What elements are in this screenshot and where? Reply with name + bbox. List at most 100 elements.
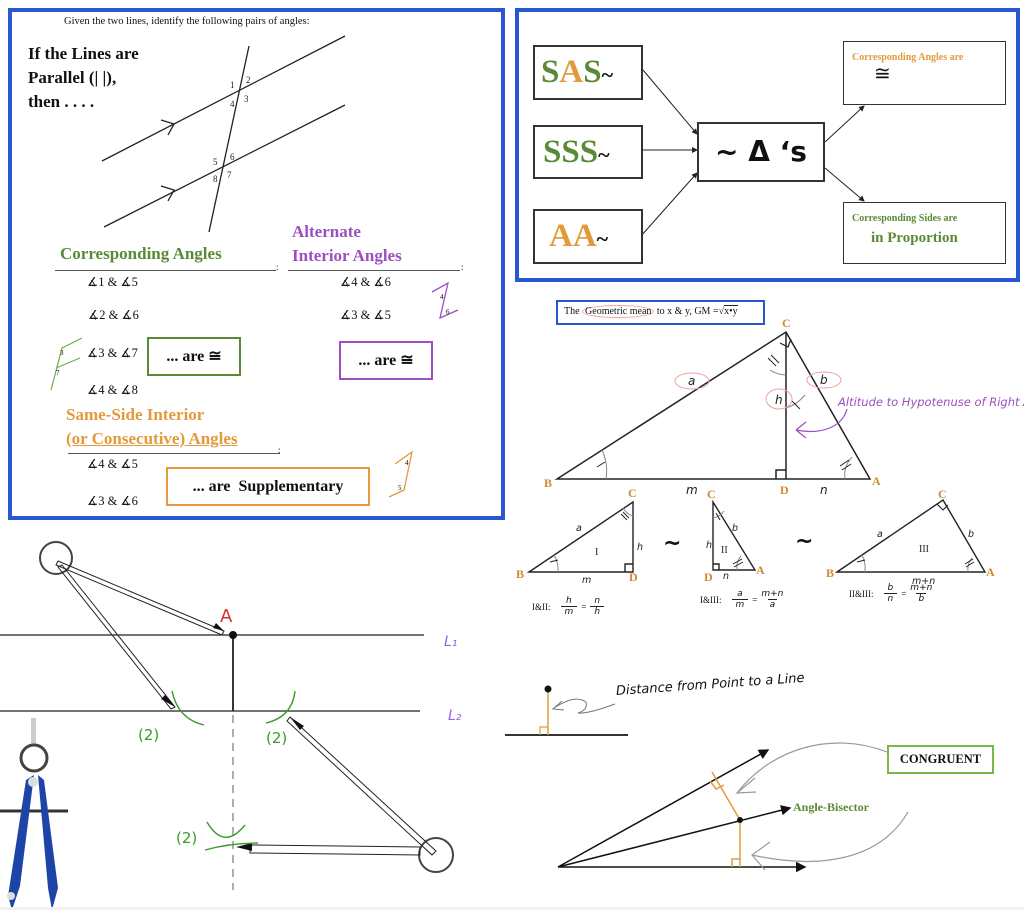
sqrt-symbol: √: [718, 306, 725, 317]
vertex-a-label: A: [872, 474, 881, 488]
sas-a: A: [559, 54, 584, 90]
tri3-roman: III: [919, 544, 929, 555]
parallel-lines-panel: Given the two lines, identify the follow…: [8, 8, 505, 520]
tri1-vertex-b: B: [516, 567, 524, 581]
same-side-title-line-2: (or Consecutive) Angles: [66, 429, 238, 448]
arc-1: [171, 690, 205, 726]
tri3-side-a: a: [877, 529, 883, 540]
aa-tilde: ~: [596, 226, 609, 251]
sas-s2: S: [583, 54, 602, 90]
tri2-side-n: n: [723, 571, 729, 582]
tri3-vertex-c: C: [938, 487, 947, 501]
alternate-result: ... are ≅: [358, 352, 414, 369]
aa-box: AA~: [533, 209, 643, 264]
arc-label-3: (2): [176, 829, 197, 847]
same-side-title-line-1: Same-Side Interior: [66, 405, 205, 424]
corresponding-angles-box: Corresponding Angles are ≅: [843, 41, 1006, 105]
sss-tilde: ~: [598, 142, 610, 167]
same-side-pair-1: ∡4 & ∡5: [87, 457, 138, 471]
tri2-vertex-d: D: [704, 570, 713, 584]
angle-number-8: 8: [213, 174, 218, 184]
same-side-result: ... are Supplementary: [192, 478, 344, 495]
side-n-label: n: [820, 483, 828, 497]
parallel-lines-figure: 1 2 3 4 5 6 7 8: [101, 35, 346, 233]
congruent-box: CONGRUENT: [887, 745, 994, 774]
altitude-pointer-arrow: [795, 408, 848, 439]
ray-upper: [557, 749, 770, 868]
arc-label-2: (2): [266, 729, 287, 747]
svg-text:3: 3: [60, 349, 64, 357]
same-side-interior-title: Same-Side Interior (or Consecutive) Angl…: [66, 403, 238, 451]
angle-bisector-label: Angle-Bisector: [793, 800, 869, 814]
point-a-label: A: [220, 606, 233, 627]
compass-arm-1b: [57, 564, 176, 710]
svg-text:6: 6: [446, 308, 450, 316]
instruction-text: Given the two lines, identify the follow…: [64, 16, 310, 27]
compass-pivot-2: [418, 837, 454, 873]
tri1-side-a: a: [576, 523, 582, 534]
angle-number-2: 2: [246, 75, 251, 85]
tri1-vertex-c: C: [628, 486, 637, 500]
similar-triangles-center-label: ~ Δ ‘s: [715, 135, 807, 168]
arrow-center-to-sides: [824, 167, 865, 202]
parallel-arrow-1: [160, 119, 175, 136]
tri2-vertex-a: A: [756, 563, 765, 577]
corresponding-f-shape-icon: 3 7: [50, 337, 83, 391]
corresponding-pair-1: ∡1 & ∡5: [87, 275, 138, 289]
compass-arm-1a: [55, 560, 225, 636]
parallel-arrow-2: [160, 185, 175, 202]
corresponding-angles-title: Corresponding Angles: [60, 244, 222, 263]
arrow-sas-to-center: [642, 69, 698, 135]
corresponding-result: ... are ≅: [166, 348, 222, 365]
angle-number-4: 4: [230, 99, 235, 109]
side-b-label: b: [820, 373, 828, 387]
tri2-side-h: h: [706, 540, 712, 551]
alternate-result-box: ... are ≅: [339, 341, 433, 380]
perpendicular-construction-figure: A L₁ L₂ (2) (2) (2): [0, 541, 462, 890]
distance-label: Distance from Point to a Line: [615, 670, 805, 699]
corresponding-pair-2: ∡2 & ∡6: [88, 308, 139, 322]
corresponding-sides-text: Corresponding Sides are: [852, 213, 958, 224]
corresponding-angles-text: Corresponding Angles are: [852, 52, 964, 63]
same-side-result-box: ... are Supplementary: [166, 467, 370, 506]
triangle-I: [526, 500, 634, 573]
side-h-label: h: [775, 393, 783, 407]
line-l2-label: L₂: [448, 708, 462, 724]
gm-text-pre: The: [564, 306, 583, 317]
corresponding-pair-3: ∡3 & ∡7: [87, 346, 138, 360]
corresponding-colon: :: [276, 262, 279, 272]
similar-triangles-figure: C B D C D A C B A a h m h b n a b m+n I …: [516, 486, 995, 587]
compass-arm-2a: [286, 716, 437, 856]
similar-sign-1: ~: [663, 531, 681, 556]
sas-s1: S: [541, 54, 560, 90]
arc-2: [265, 690, 296, 724]
transversal-line: [208, 45, 250, 233]
gm-text-post: to x & y, GM =: [654, 306, 719, 317]
tri2-side-b: b: [732, 523, 738, 534]
alternate-title-line-1: Alternate: [292, 222, 361, 241]
sss-text: SSS: [543, 134, 599, 170]
tri3-vertex-b: B: [826, 566, 834, 580]
corresponding-underline: [55, 270, 276, 271]
aa-text: AA: [549, 218, 597, 254]
alternate-underline: [288, 270, 460, 271]
equals-sign: =: [752, 594, 758, 605]
geometric-mean-box: The Geometric mean to x & y, GM =√x•y: [556, 300, 765, 325]
parallel-line-2: [103, 104, 346, 228]
svg-text:4: 4: [440, 293, 444, 301]
vertex-b-label: B: [544, 476, 552, 490]
corresponding-result-box: ... are ≅: [147, 337, 241, 376]
geometric-mean-text: The Geometric mean to x & y, GM =√x•y: [558, 302, 763, 322]
right-angle-c: [779, 338, 792, 348]
sas-tilde: ~: [601, 62, 614, 87]
equals-sign: =: [581, 601, 587, 612]
arc-label-1: (2): [138, 726, 159, 744]
alternate-pair-1: ∡4 & ∡6: [340, 275, 391, 289]
sas-box: SAS~: [533, 45, 643, 100]
